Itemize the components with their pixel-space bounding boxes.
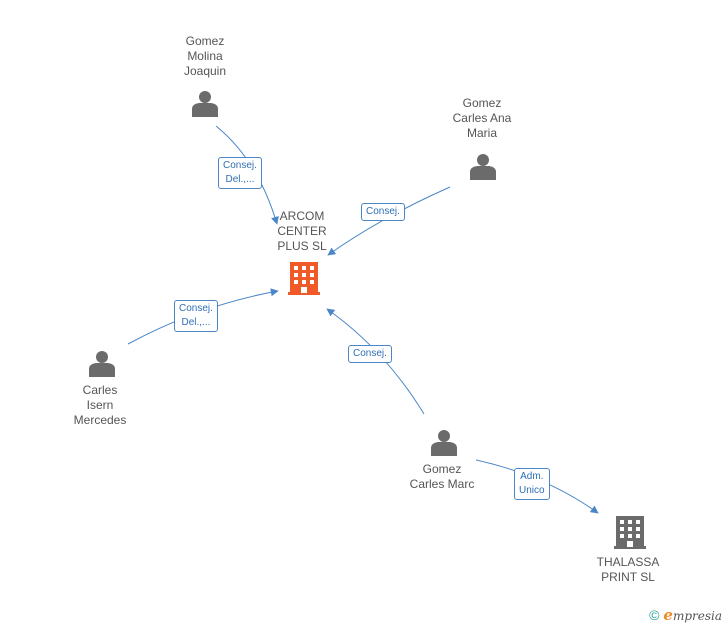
edge-label-consej-ana[interactable]: Consej. [361, 203, 405, 221]
edge-label-consej-del-isern[interactable]: Consej. Del.,... [174, 300, 218, 332]
node-label-carles-isern-mercedes[interactable]: Carles Isern Mercedes [73, 383, 127, 427]
edge-line-ana-arcom [327, 186, 451, 256]
building-icon[interactable] [614, 516, 646, 549]
node-label-gomez-molina-joaquin[interactable]: Gomez Molina Joaquin [183, 34, 227, 78]
node-label-arcom[interactable]: ARCOM CENTER PLUS SL [277, 209, 327, 253]
person-icon[interactable] [470, 154, 496, 180]
building-icon[interactable] [288, 262, 320, 295]
person-icon[interactable] [89, 351, 115, 377]
node-label-gomez-carles-ana-maria[interactable]: Gomez Carles Ana Maria [452, 96, 512, 140]
edge-label-consej-del-gomez-molina[interactable]: Consej. Del.,... [218, 157, 262, 189]
node-label-thalassa[interactable]: THALASSA PRINT SL [596, 555, 660, 584]
copyright-icon: © [649, 607, 660, 623]
empresia-watermark: © empresia [649, 606, 722, 624]
brand-logo: empresia [663, 606, 722, 624]
edge-label-adm-unico-marc[interactable]: Adm. Unico [514, 468, 550, 500]
person-icon[interactable] [431, 430, 457, 456]
person-icon[interactable] [192, 91, 218, 117]
node-label-gomez-carles-marc[interactable]: Gomez Carles Marc [409, 462, 475, 491]
edge-label-consej-marc[interactable]: Consej. [348, 345, 392, 363]
